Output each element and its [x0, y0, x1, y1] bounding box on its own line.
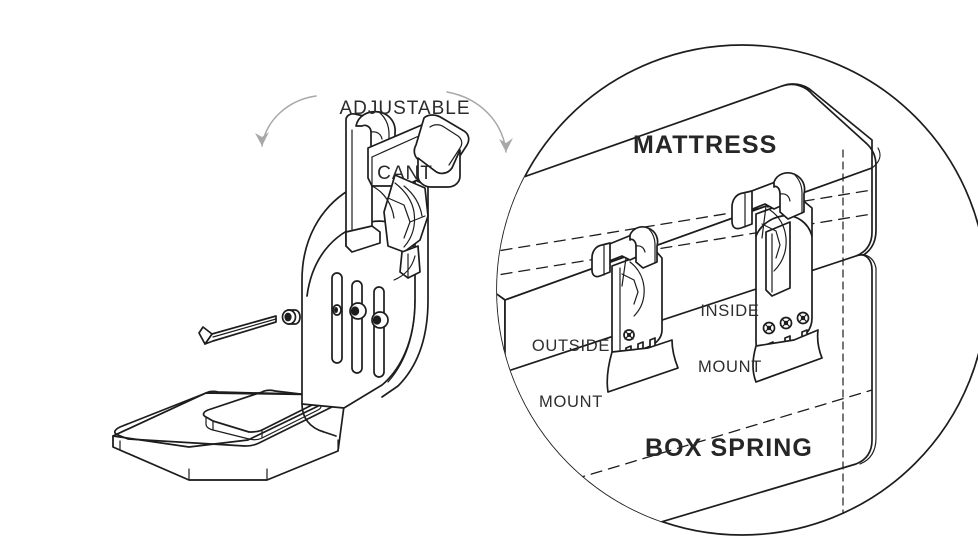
- inside-mount-bracket: [731, 172, 823, 383]
- rotation-arrow-left: [255, 95, 317, 147]
- hex-wrench: [198, 315, 277, 345]
- left-panel-group: [112, 91, 513, 481]
- outside-mount-label: OUTSIDE MOUNT: [521, 299, 621, 449]
- base-plate: [112, 389, 345, 481]
- inside-mount-label-line2: MOUNT: [698, 357, 762, 376]
- cant-pivot-head: [345, 110, 470, 281]
- outside-mount-label-line2: MOUNT: [539, 392, 603, 411]
- inside-mount-label: INSIDE MOUNT: [682, 264, 778, 414]
- outside-mount-bracket: [591, 225, 679, 393]
- adjustable-cant-label-line1: ADJUSTABLE: [339, 98, 471, 120]
- adjustable-cant-label: ADJUSTABLE CANT: [310, 55, 500, 228]
- right-panel-group: [496, 44, 978, 536]
- outside-mount-label-line1: OUTSIDE: [531, 336, 611, 355]
- rotation-arrow-right: [446, 91, 513, 153]
- inside-mount-label-line1: INSIDE: [700, 301, 760, 320]
- adjustable-cant-label-line2: CANT: [377, 163, 433, 185]
- mattress-seam-upper: [497, 189, 873, 263]
- box-spring-label: BOX SPRING: [645, 434, 813, 462]
- post-knob-group: [332, 302, 389, 329]
- mattress-label: MATTRESS: [633, 131, 778, 159]
- adjustment-screw: [281, 309, 301, 325]
- vertical-post: [281, 160, 429, 437]
- inside-mount-screws: [762, 311, 810, 335]
